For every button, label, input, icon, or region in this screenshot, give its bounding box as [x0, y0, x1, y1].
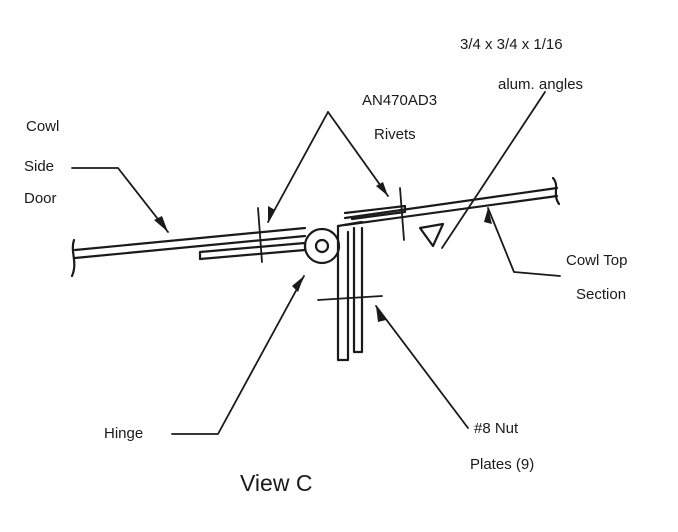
vertical-angle-leg: [336, 220, 364, 362]
upper-aluminum-angle: [343, 204, 407, 221]
rivet-label-line2: Rivets: [374, 126, 416, 143]
leader-rivet-right: [327, 111, 389, 197]
rivet-marks: [257, 187, 405, 263]
leader-hinge: [171, 275, 305, 435]
cowl-side-door-skin: [70, 226, 307, 278]
leader-lines: [71, 91, 561, 435]
side-door-label-line1: Cowl: [26, 118, 60, 135]
hinge-pin: [303, 227, 341, 265]
cowl-top-section-skin: [343, 176, 561, 227]
side-door-label-line3: Door: [24, 190, 57, 207]
arrowheads: [154, 182, 492, 322]
leader-nut-plates: [375, 305, 469, 429]
top-section-label-line1: Cowl Top: [566, 252, 628, 269]
nut-plate-screw-line: [317, 295, 383, 301]
view-title: View C: [240, 470, 313, 496]
nut-plates-label-line1: #8 Nut: [474, 420, 519, 437]
leader-rivet-left: [267, 111, 329, 223]
rivet-label-line1: AN470AD3: [362, 92, 438, 109]
hinge-label: Hinge: [104, 425, 144, 442]
angle-gusset: [418, 222, 445, 248]
leader-side-door: [71, 167, 169, 233]
leader-top-section: [487, 207, 561, 277]
angle-spec-label-line1: 3/4 x 3/4 x 1/16: [460, 36, 563, 53]
angle-spec-label-line2: alum. angles: [498, 76, 584, 93]
top-section-label-line2: Section: [576, 286, 627, 303]
nut-plates-label-line2: Plates (9): [470, 456, 535, 473]
leader-angles: [441, 91, 546, 249]
side-door-label-line2: Side: [24, 158, 55, 175]
